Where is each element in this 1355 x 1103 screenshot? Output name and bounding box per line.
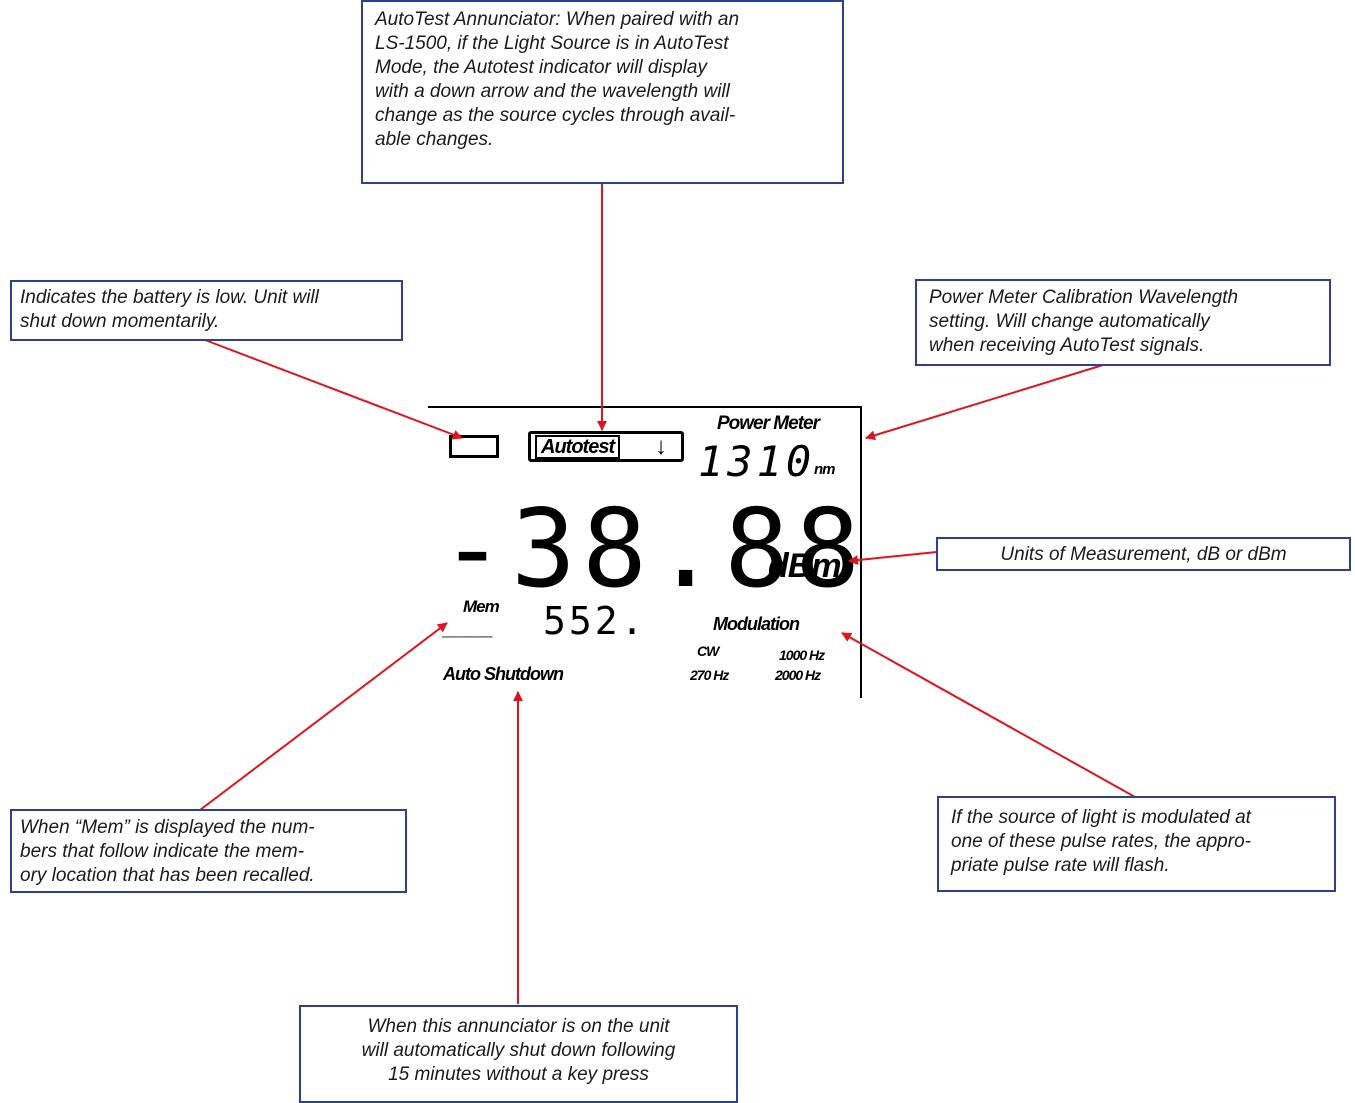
wavelength-unit: nm	[814, 461, 835, 478]
mod-cw: CW	[697, 643, 719, 659]
mod-1000hz: 1000 Hz	[779, 647, 825, 663]
lcd-right-border	[860, 406, 862, 698]
lcd-display	[428, 406, 864, 698]
mem-label: Mem	[463, 597, 500, 616]
callout-autotest-line: able changes.	[375, 129, 494, 150]
measurement-reading: -38.88	[440, 487, 867, 612]
callout-wavelength: Power Meter Calibration Wavelength setti…	[915, 279, 1331, 366]
callout-autotest-line: with a down arrow and the wavelength wil…	[375, 81, 730, 102]
wavelength-value: 1310	[698, 437, 816, 486]
mod-270hz: 270 Hz	[690, 667, 729, 683]
callout-autotest-line: LS-1500, if the Light Source is in AutoT…	[375, 33, 729, 54]
reading-unit: dBm	[768, 547, 842, 585]
arrow-battery	[204, 339, 463, 440]
callout-autotest-line: AutoTest Annunciator: When paired with a…	[375, 9, 740, 30]
callout-units: Units of Measurement, dB or dBm	[936, 537, 1351, 571]
callout-modulation: If the source of light is modulated at o…	[937, 796, 1336, 892]
callout-autotest: AutoTest Annunciator: When paired with a…	[361, 0, 844, 184]
arrow-wavelength	[865, 364, 1104, 441]
callout-modulation-line: If the source of light is modulated at	[951, 807, 1251, 828]
callout-memory: When “Mem” is displayed the num- bers th…	[10, 809, 407, 893]
mem-dashes: ___	[442, 605, 493, 638]
auto-shutdown-label: Auto Shutdown	[443, 664, 564, 684]
callout-modulation-line: priate pulse rate will flash.	[951, 855, 1170, 876]
lcd-top-border	[428, 406, 862, 408]
arrow-modulation	[841, 632, 1136, 798]
mod-2000hz: 2000 Hz	[775, 667, 821, 683]
battery-low-icon	[449, 435, 499, 458]
autotest-arrow-icon: ↓	[655, 433, 667, 460]
mem-location-value: 552.	[543, 599, 647, 643]
callout-units-line: Units of Measurement, dB or dBm	[1000, 544, 1287, 565]
autotest-label: Autotest	[535, 435, 621, 459]
callout-shutdown-line: will automatically shut down following	[361, 1040, 676, 1061]
callout-memory-line: bers that follow indicate the mem-	[20, 841, 305, 862]
callout-modulation-line: one of these pulse rates, the appro-	[951, 831, 1251, 852]
callout-shutdown-line: When this annunciator is on the unit	[367, 1016, 670, 1037]
power-meter-label: Power Meter	[717, 413, 820, 434]
callout-autotest-line: Mode, the Autotest indicator will displa…	[375, 57, 707, 78]
arrow-memory	[199, 622, 448, 811]
callout-autotest-line: change as the source cycles through avai…	[375, 105, 736, 126]
callout-wavelength-line: Power Meter Calibration Wavelength	[929, 287, 1239, 308]
callout-shutdown: When this annunciator is on the unit wil…	[299, 1005, 738, 1103]
autotest-annunciator: Autotest ↓	[528, 431, 684, 462]
callout-memory-line: When “Mem” is displayed the num-	[20, 817, 315, 838]
callout-battery-line: Indicates the battery is low. Unit will	[20, 287, 319, 308]
modulation-label: Modulation	[713, 614, 800, 634]
callout-wavelength-line: setting. Will change automatically	[929, 311, 1210, 332]
callout-wavelength-line: when receiving AutoTest signals.	[929, 335, 1205, 356]
arrow-units	[848, 551, 938, 566]
callout-battery-line: shut down momentarily.	[20, 311, 220, 332]
callout-shutdown-line: 15 minutes without a key press	[388, 1064, 649, 1085]
callout-battery: Indicates the battery is low. Unit will …	[10, 280, 403, 341]
callout-memory-line: ory location that has been recalled.	[20, 865, 315, 886]
